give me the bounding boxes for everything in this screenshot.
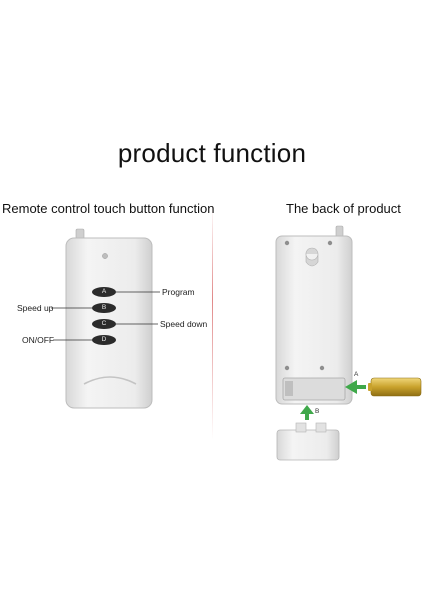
battery-compartment <box>282 377 346 401</box>
remote-button-c <box>92 319 116 329</box>
arrow-a-label: A <box>354 371 359 378</box>
screw-top-left <box>284 240 290 246</box>
remote-front <box>51 228 160 409</box>
section-divider <box>212 205 213 440</box>
remote-bottom-ridge <box>83 376 137 385</box>
screw-top-right <box>327 240 333 246</box>
remote-section-heading: Remote control touch button function <box>2 201 215 216</box>
remote-led <box>102 253 108 259</box>
button-d-label: D <box>101 336 107 343</box>
arrow-a-icon <box>345 380 357 394</box>
on-off-label: ON/OFF <box>22 335 55 345</box>
battery-terminal <box>285 381 293 396</box>
battery-cover-tab-right <box>315 422 327 433</box>
arrow-b-icon <box>300 405 314 414</box>
screw-bottom-left <box>284 365 290 371</box>
back-section-heading: The back of product <box>286 201 401 216</box>
speed-up-label: Speed up <box>17 303 54 313</box>
remote-button-d <box>92 335 116 345</box>
button-b-label: B <box>101 304 107 311</box>
button-c-label: C <box>101 320 107 327</box>
back-body <box>275 235 353 405</box>
remote-back <box>275 225 422 461</box>
battery <box>370 377 422 397</box>
program-label: Program <box>162 287 195 297</box>
battery-cover <box>276 429 340 461</box>
remote-button-a <box>92 287 116 297</box>
screw-bottom-right <box>319 365 325 371</box>
button-a-label: A <box>101 288 107 295</box>
speed-down-label: Speed down <box>160 319 208 329</box>
remote-button-b <box>92 303 116 313</box>
battery-tip <box>368 383 372 391</box>
page-title: product function <box>117 138 307 168</box>
hang-hole <box>305 247 319 267</box>
arrow-b-label: B <box>315 408 320 415</box>
battery-cover-tab-left <box>295 422 307 433</box>
